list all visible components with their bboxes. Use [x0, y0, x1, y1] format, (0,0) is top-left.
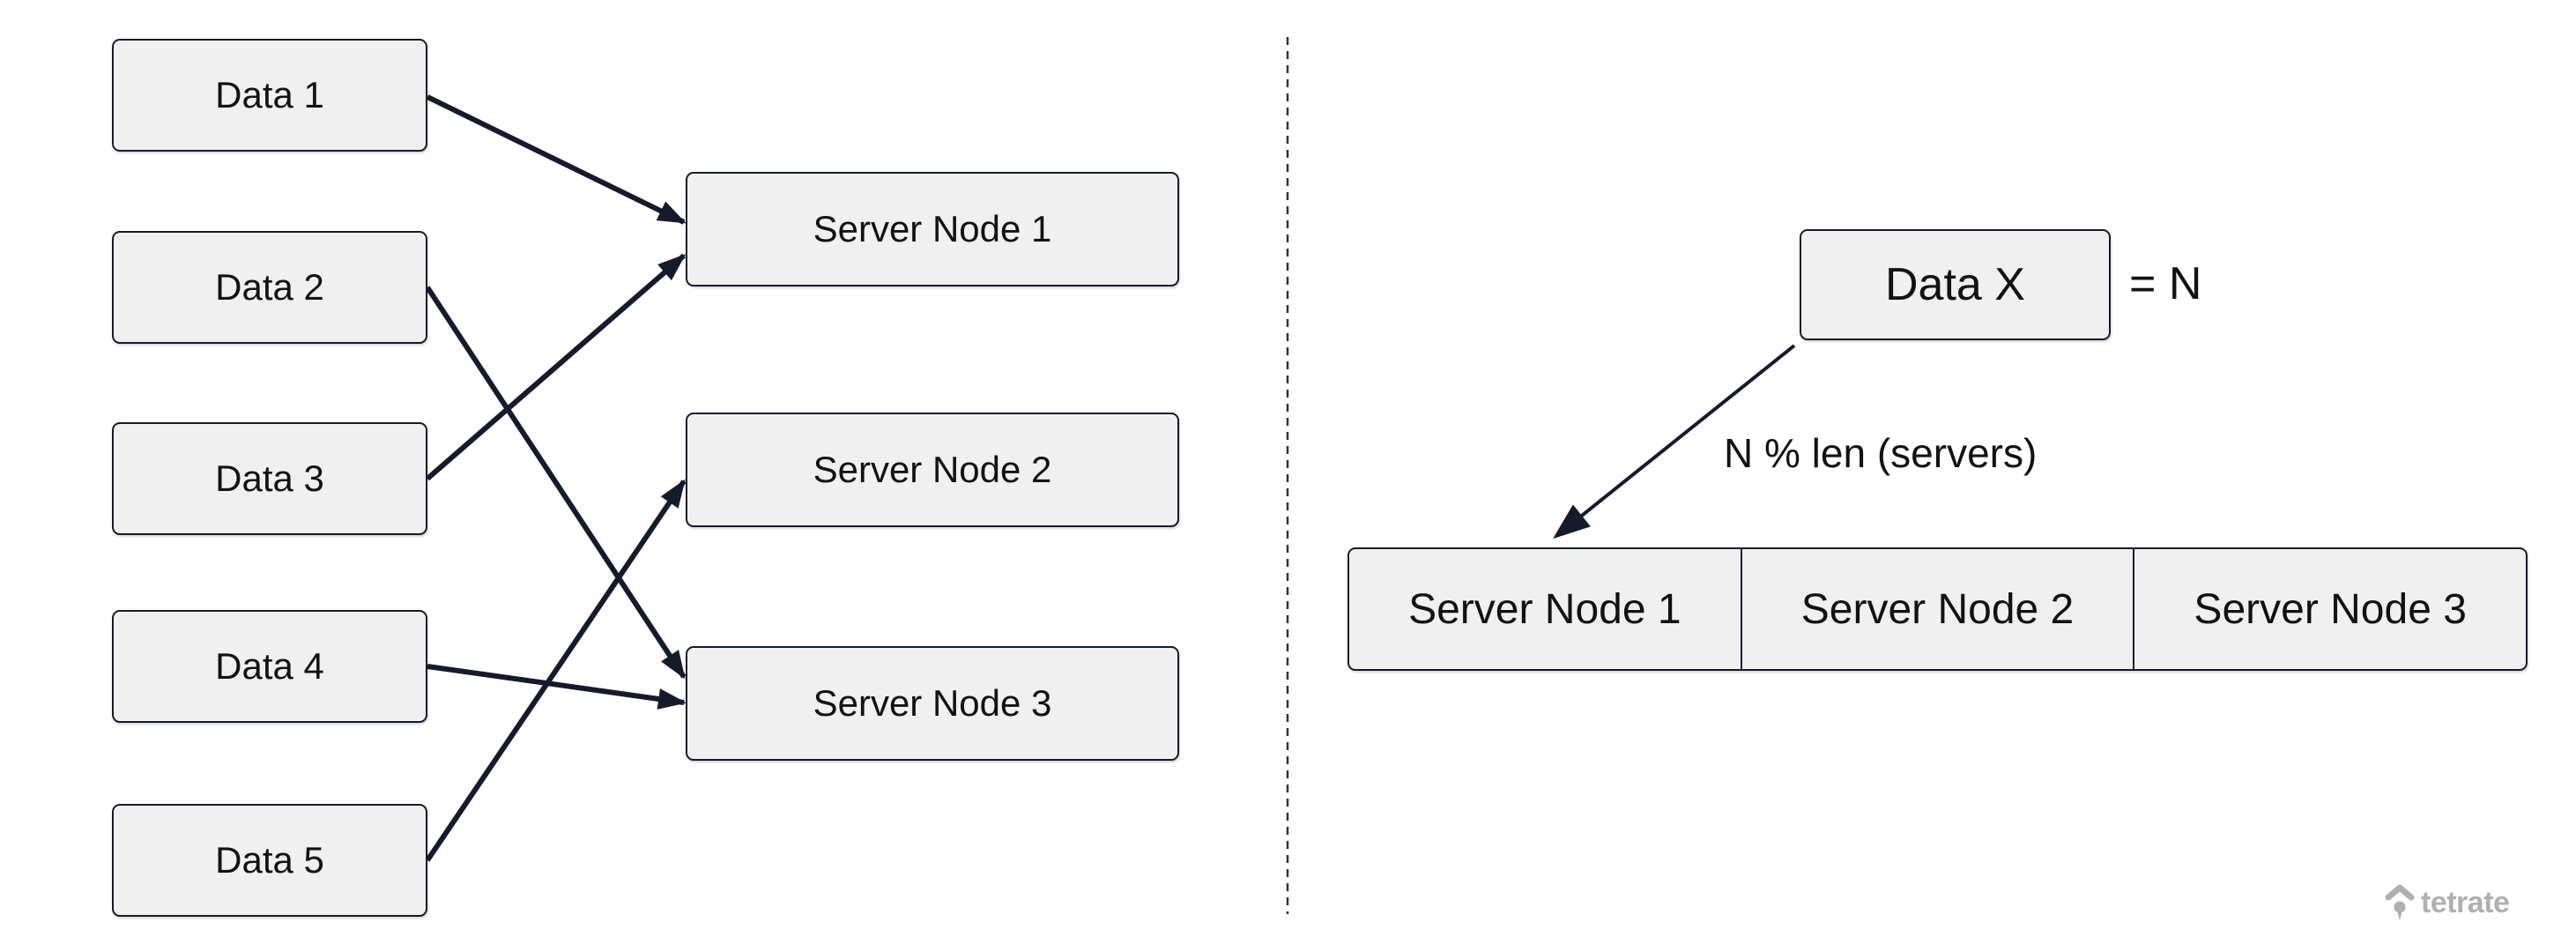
data-1-node: Data 1	[112, 39, 427, 152]
server-row: Server Node 1 Server Node 2 Server Node …	[1347, 547, 2528, 671]
server-node-1-box: Server Node 1	[686, 172, 1179, 286]
server-row-cell-1: Server Node 1	[1408, 585, 1681, 633]
tetrate-logo: tetrate	[2385, 883, 2510, 922]
data-4-node: Data 4	[112, 610, 427, 723]
data-2-node: Data 2	[112, 231, 427, 344]
equals-n-label: = N	[2129, 258, 2202, 309]
edge-data-3-to-server-node-1	[426, 253, 687, 481]
data-x-node: Data X	[1800, 229, 2111, 340]
server-node-2-box: Server Node 2	[686, 413, 1179, 527]
server-node-3-box: Server Node 3	[686, 646, 1179, 761]
data-3-node: Data 3	[112, 422, 427, 535]
edge-data-1-to-server-node-1	[426, 94, 687, 225]
data-5-node: Data 5	[112, 804, 427, 917]
edge-data-x-to-server-row	[1553, 344, 1796, 539]
tetrate-logo-text: tetrate	[2421, 886, 2510, 919]
server-row-cell-2: Server Node 2	[1740, 549, 2134, 669]
tetrate-logo-icon	[2385, 884, 2415, 921]
edge-data-5-to-server-node-2	[425, 479, 687, 862]
modulo-formula-label: N % len (servers)	[1724, 430, 2038, 476]
edge-data-4-to-server-node-3	[427, 664, 687, 710]
server-row-cell-3: Server Node 3	[2133, 549, 2526, 669]
edge-data-2-to-server-node-3	[425, 286, 687, 680]
